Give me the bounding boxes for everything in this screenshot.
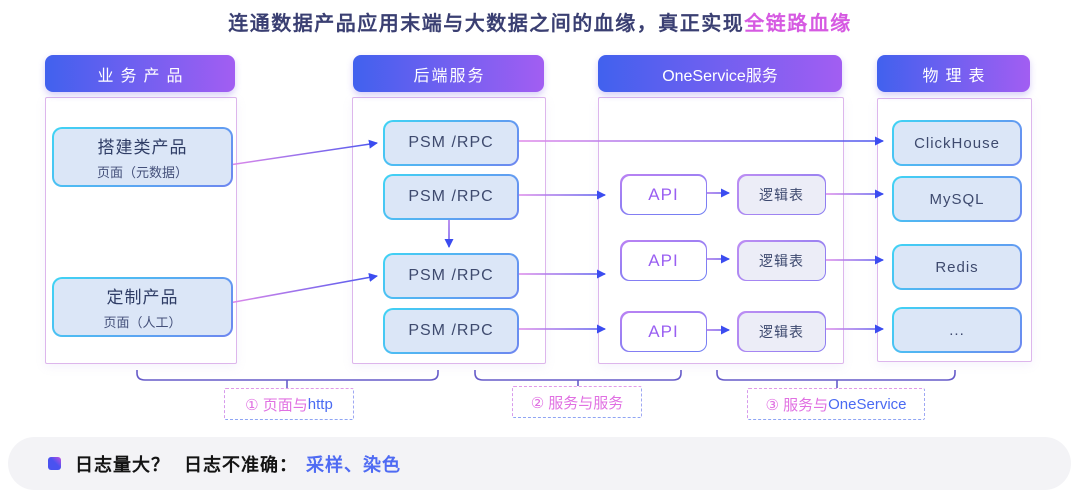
annotation-service-service: ② 服务与服务 bbox=[512, 386, 642, 418]
box-build-products-title: 搭建类产品 bbox=[97, 138, 188, 157]
box-psm-4: PSM /RPC bbox=[383, 308, 519, 354]
box-psm-2: PSM /RPC bbox=[383, 174, 519, 220]
header-physical-tables: 物理表 bbox=[877, 55, 1030, 92]
header-business-products: 业务产品 bbox=[45, 55, 235, 92]
box-psm-3-label: PSM /RPC bbox=[385, 255, 517, 297]
box-psm-3: PSM /RPC bbox=[383, 253, 519, 299]
header-oneservice: OneService服务 bbox=[598, 55, 842, 92]
box-custom-products-body: 定制产品 页面（人工） bbox=[54, 279, 231, 335]
bracket-pages-http bbox=[136, 370, 439, 388]
box-clickhouse-label: ClickHouse bbox=[894, 122, 1020, 164]
annotation-service-oneservice-prefix: ③ 服务与 bbox=[765, 396, 829, 414]
footer-methods: 采样、染色 bbox=[306, 454, 401, 475]
box-other-tables: ... bbox=[892, 307, 1022, 353]
box-psm-1-label: PSM /RPC bbox=[385, 122, 517, 164]
bullet-square-icon bbox=[48, 457, 61, 470]
footer-question: 日志量大？ bbox=[75, 454, 170, 475]
box-api-3: API bbox=[620, 311, 707, 352]
box-custom-products-subtitle: 页面（人工） bbox=[103, 315, 182, 330]
box-custom-products-title: 定制产品 bbox=[106, 288, 179, 307]
box-build-products-body: 搭建类产品 页面（元数据） bbox=[54, 129, 231, 185]
box-api-1-label: API bbox=[621, 175, 706, 214]
annotation-service-service-prefix: ② 服务与服务 bbox=[530, 394, 624, 412]
box-redis: Redis bbox=[892, 244, 1022, 290]
box-logic-table-2-label: 逻辑表 bbox=[738, 241, 825, 280]
footer-note-bar: 日志量大？ 日志不准确： 采样、染色 bbox=[8, 437, 1071, 490]
box-psm-4-label: PSM /RPC bbox=[385, 310, 517, 352]
box-custom-products: 定制产品 页面（人工） bbox=[52, 277, 233, 337]
header-backend-services: 后端服务 bbox=[353, 55, 544, 92]
footer-statement: 日志不准确： bbox=[184, 454, 298, 475]
box-psm-2-label: PSM /RPC bbox=[385, 176, 517, 218]
box-api-1: API bbox=[620, 174, 707, 215]
box-logic-table-3: 逻辑表 bbox=[737, 311, 826, 352]
box-api-2: API bbox=[620, 240, 707, 281]
box-mysql-label: MySQL bbox=[894, 178, 1020, 220]
annotation-service-oneservice-suffix: OneService bbox=[828, 395, 907, 413]
box-psm-1: PSM /RPC bbox=[383, 120, 519, 166]
header-backend-services-label: 后端服务 bbox=[413, 67, 486, 85]
header-business-products-label: 业务产品 bbox=[97, 67, 190, 85]
diagram-title: 连通数据产品应用末端与大数据之间的血缘，真正实现全链路血缘 bbox=[0, 7, 1080, 36]
box-clickhouse: ClickHouse bbox=[892, 120, 1022, 166]
title-highlight: 全链路血缘 bbox=[744, 13, 852, 35]
box-api-3-label: API bbox=[621, 312, 706, 351]
box-logic-table-2: 逻辑表 bbox=[737, 240, 826, 281]
box-build-products-subtitle: 页面（元数据） bbox=[96, 165, 188, 180]
annotation-pages-http-prefix: ① 页面与 bbox=[245, 396, 308, 414]
box-logic-table-1-label: 逻辑表 bbox=[738, 175, 825, 214]
box-logic-table-3-label: 逻辑表 bbox=[738, 312, 825, 351]
box-other-tables-label: ... bbox=[894, 309, 1020, 351]
box-mysql: MySQL bbox=[892, 176, 1022, 222]
box-redis-label: Redis bbox=[894, 246, 1020, 288]
footer-note-text: 日志量大？ 日志不准确： 采样、染色 bbox=[75, 451, 401, 477]
box-api-2-label: API bbox=[621, 241, 706, 280]
title-main: 连通数据产品应用末端与大数据之间的血缘，真正实现 bbox=[228, 13, 745, 35]
annotation-pages-http-suffix: http bbox=[307, 395, 333, 413]
bracket-service-oneservice bbox=[716, 370, 956, 388]
box-build-products: 搭建类产品 页面（元数据） bbox=[52, 127, 233, 187]
header-oneservice-label: OneService服务 bbox=[662, 67, 778, 85]
header-physical-tables-label: 物理表 bbox=[922, 67, 992, 85]
box-logic-table-1: 逻辑表 bbox=[737, 174, 826, 215]
